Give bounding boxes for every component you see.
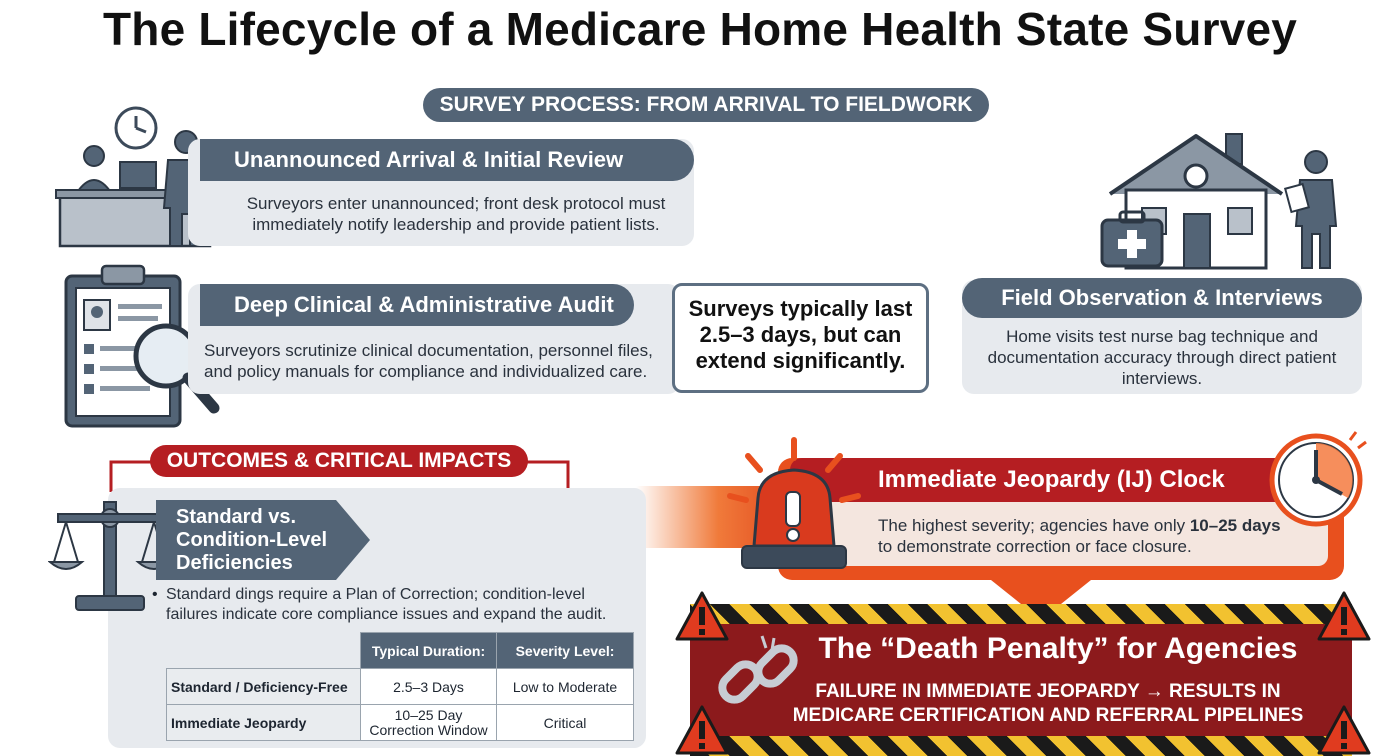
step-title-audit: Deep Clinical & Administrative Audit xyxy=(200,284,634,326)
broken-chain-icon xyxy=(718,635,798,704)
table-header-duration: Typical Duration: xyxy=(360,632,497,669)
table-cell-severity: Low to Moderate xyxy=(496,668,634,705)
stopwatch-icon xyxy=(1269,431,1367,527)
ij-title-bar xyxy=(790,458,1328,502)
step-desc-arrival: Surveyors enter unannounced; front desk … xyxy=(246,194,666,234)
ij-title: Immediate Jeopardy (IJ) Clock xyxy=(878,466,1225,493)
death-penalty-panel xyxy=(690,624,1352,736)
step-title-arrival: Unannounced Arrival & Initial Review xyxy=(200,139,694,181)
severity-table: Typical Duration: Severity Level: Standa… xyxy=(166,632,634,741)
table-row-label: Standard / Deficiency-Free xyxy=(166,668,361,705)
alarm-siren-icon xyxy=(727,437,861,569)
death-penalty-line1: FAILURE IN IMMEDIATE JEOPARDY → RESULTS … xyxy=(815,681,1281,702)
warning-icon xyxy=(1317,705,1371,755)
bullet-dot: • xyxy=(152,586,158,603)
table-header-severity: Severity Level: xyxy=(496,632,634,669)
down-arrow xyxy=(986,576,1096,620)
warning-icon xyxy=(675,705,729,755)
section-label-outcomes: OUTCOMES & CRITICAL IMPACTS xyxy=(150,445,528,477)
scales-icon xyxy=(48,501,172,611)
table-header-blank xyxy=(167,633,361,669)
deficiency-banner xyxy=(156,500,370,580)
deficiency-title: Standard vs. Condition-Level Deficiencie… xyxy=(176,506,328,574)
death-penalty-title: The “Death Penalty” for Agencies xyxy=(818,632,1298,665)
warning-icon xyxy=(1317,591,1371,641)
ij-desc-text: The highest severity; agencies have only xyxy=(878,516,1190,535)
table-cell-duration: 10–25 Day Correction Window xyxy=(360,704,497,741)
step-title-field: Field Observation & Interviews xyxy=(962,278,1362,318)
clipboard-magnifier-icon xyxy=(64,264,220,428)
page-title: The Lifecycle of a Medicare Home Health … xyxy=(102,3,1298,55)
house-visit-icon xyxy=(1100,133,1338,270)
death-penalty-line2: MEDICARE CERTIFICATION AND REFERRAL PIPE… xyxy=(792,705,1304,726)
hazard-stripe-bottom xyxy=(690,736,1352,756)
ij-desc-text-end: to demonstrate correction or face closur… xyxy=(878,537,1192,556)
table-row: Immediate Jeopardy 10–25 Day Correction … xyxy=(166,704,634,741)
ij-desc: The highest severity; agencies have only… xyxy=(878,515,1298,557)
ij-desc-days: 10–25 days xyxy=(1189,516,1281,535)
step-desc-audit: Surveyors scrutinize clinical documentat… xyxy=(204,341,653,381)
table-row-label: Immediate Jeopardy xyxy=(166,704,361,741)
table-row: Standard / Deficiency-Free 2.5–3 Days Lo… xyxy=(166,668,634,705)
section-label-process: SURVEY PROCESS: FROM ARRIVAL TO FIELDWOR… xyxy=(423,88,989,122)
warning-icon xyxy=(675,591,729,641)
deficiency-bullet: Standard dings require a Plan of Correct… xyxy=(166,586,607,623)
hazard-stripe-top xyxy=(690,604,1352,624)
duration-callout: Surveys typically last 2.5–3 days, but c… xyxy=(672,283,929,393)
table-cell-severity: Critical xyxy=(496,704,634,741)
ij-body-panel xyxy=(790,502,1328,566)
step-desc-field: Home visits test nurse bag technique and… xyxy=(987,327,1337,388)
table-header-row: Typical Duration: Severity Level: xyxy=(167,632,634,669)
table-cell-duration: 2.5–3 Days xyxy=(360,668,497,705)
